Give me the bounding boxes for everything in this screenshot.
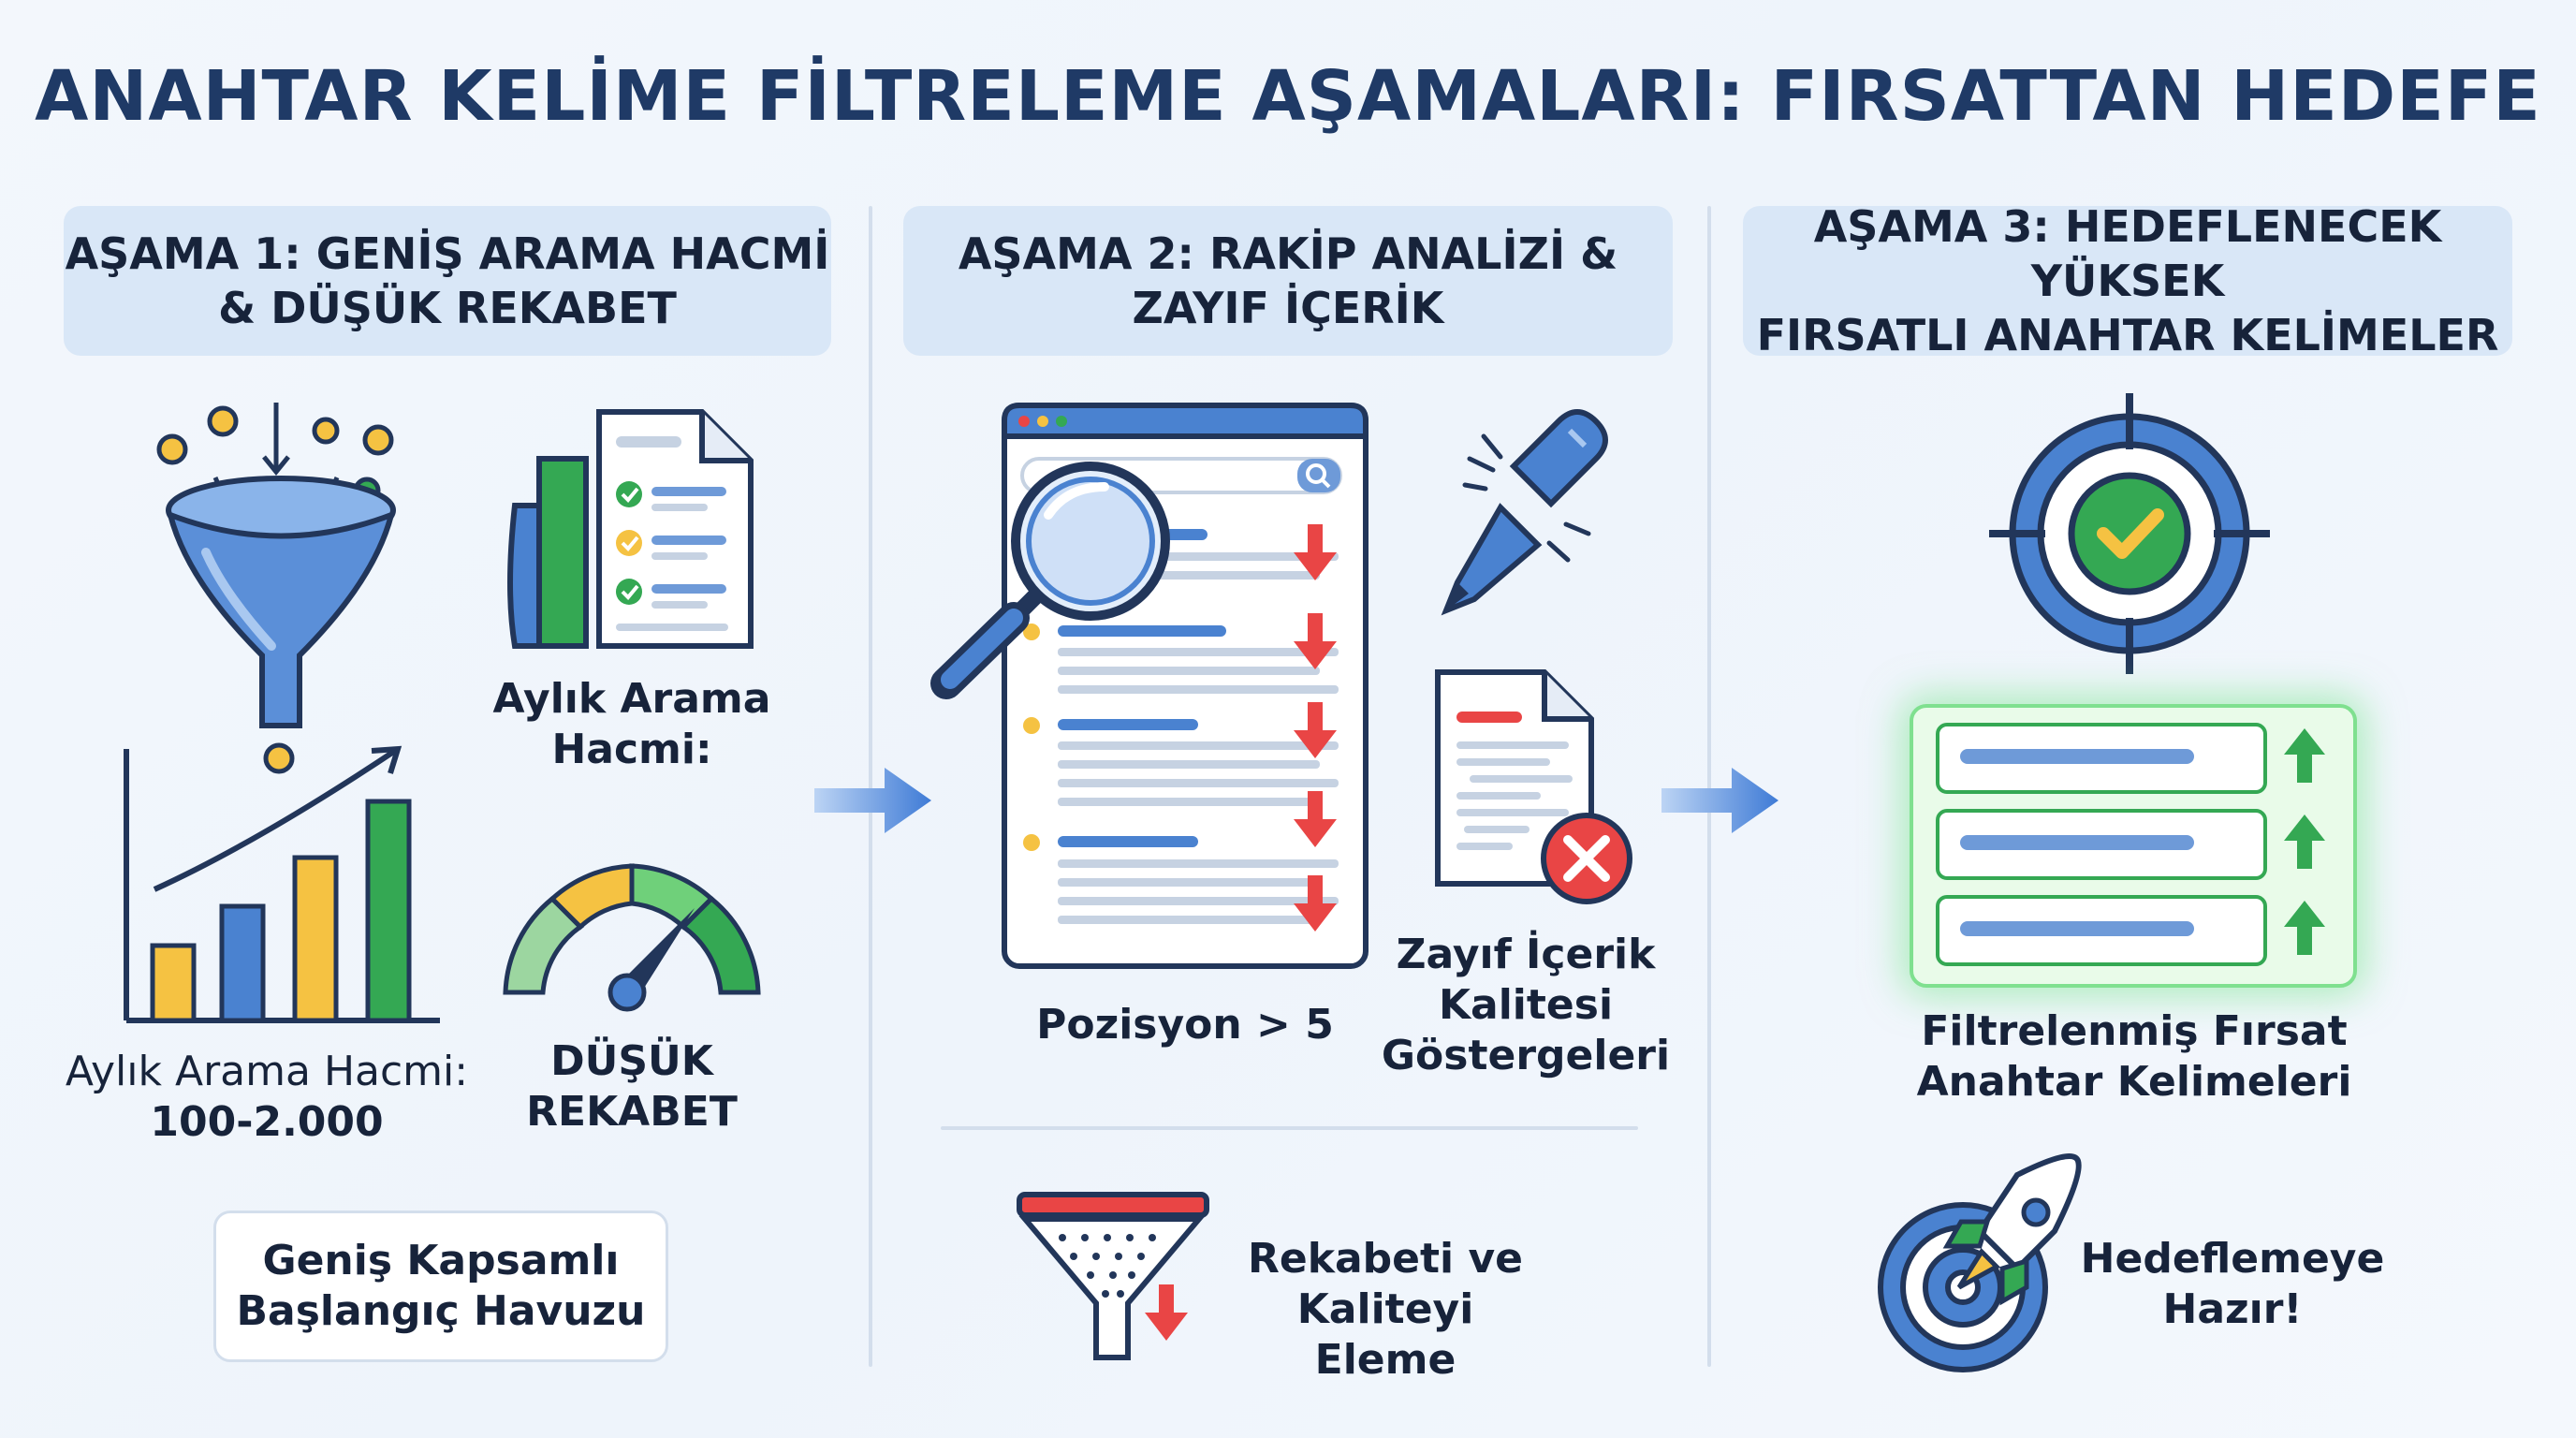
target-icon [1989, 393, 2270, 674]
stage-3-header-line1: AŞAMA 3: HEDEFLENECEK YÜKSEK [1813, 201, 2442, 306]
weak-label-line1: Zayıf İçerik [1396, 931, 1656, 978]
filtered-label-line1: Filtrelenmiş Fırsat [1921, 1007, 2348, 1055]
pool-line1: Geniş Kapsamlı [262, 1237, 620, 1284]
keyword-row [1936, 723, 2267, 794]
stage-2-separator [941, 1126, 1638, 1130]
chart-label-line2: 100-2.000 [150, 1098, 384, 1146]
weak-label-line2: Kalitesi [1438, 981, 1614, 1029]
up-arrows-icon [2284, 728, 2325, 955]
gauge-label-line1: DÜŞÜK [550, 1037, 713, 1085]
divider-2 [1707, 206, 1711, 1367]
gauge-label-line2: REKABET [526, 1088, 738, 1136]
weak-content-label: Zayıf İçerik Kalitesi Göstergeleri [1376, 930, 1676, 1081]
chart-label-line1: Aylık Arama Hacmi: [65, 1048, 469, 1095]
funnel-icon [156, 403, 396, 774]
gauge-label: DÜŞÜK REKABET [487, 1036, 777, 1137]
stage-1-header-line1: AŞAMA 1: GENİŞ ARAMA HACMİ [65, 228, 830, 279]
filtered-keywords-label: Filtrelenmiş Fırsat Anahtar Kelimeleri [1900, 1006, 2368, 1108]
ready-label-line1: Hedeflemeye [2080, 1235, 2385, 1283]
weak-label-line3: Göstergeleri [1381, 1032, 1671, 1079]
filtered-label-line2: Anahtar Kelimeleri [1916, 1058, 2352, 1106]
search-volume-label: Aylık Arama Hacmi: [473, 674, 791, 775]
magnifier-icon [930, 462, 1170, 699]
weak-document-icon [1435, 669, 1632, 904]
arrow-right-icon [814, 768, 931, 833]
filter-label-line1: Rekabeti ve [1248, 1235, 1523, 1283]
stage-2-header-line1: AŞAMA 2: RAKİP ANALİZİ & [958, 228, 1618, 279]
down-arrows-icon [1294, 524, 1337, 932]
pool-line2: Başlangıç Havuzu [236, 1287, 646, 1335]
chart-label: Aylık Arama Hacmi: 100-2.000 [61, 1047, 473, 1148]
bar-chart-icon [124, 745, 440, 1023]
stage-2-header-line2: ZAYIF İÇERİK [1132, 283, 1444, 333]
arrow-right-icon [1661, 768, 1778, 833]
ready-label: Hedeflemeye Hazır! [2073, 1234, 2392, 1335]
stage-1-header: AŞAMA 1: GENİŞ ARAMA HACMİ& DÜŞÜK REKABE… [64, 206, 831, 356]
position-label-text: Pozisyon > 5 [1036, 1001, 1334, 1049]
position-label: Pozisyon > 5 [1002, 1000, 1368, 1050]
divider-1 [869, 206, 872, 1367]
filter-icon [1017, 1192, 1209, 1360]
filter-label: Rekabeti ve Kaliteyi Eleme [1226, 1234, 1544, 1386]
ready-label-line2: Hazır! [2162, 1285, 2303, 1333]
broken-pen-icon [1441, 409, 1608, 616]
filter-label-line2: Kaliteyi Eleme [1296, 1285, 1474, 1384]
keyword-row [1936, 895, 2267, 966]
keyword-row [1936, 809, 2267, 880]
page-title: ANAHTAR KELİME FİLTRELEME AŞAMALARI: FIR… [35, 56, 2541, 137]
stage-3-header-line2: FIRSATLI ANAHTAR KELİMELER [1756, 310, 2499, 360]
gauge-icon [503, 863, 761, 1012]
stage-1-header-line2: & DÜŞÜK REKABET [218, 283, 677, 333]
stage-2-header: AŞAMA 2: RAKİP ANALİZİ &ZAYIF İÇERİK [903, 206, 1673, 356]
search-volume-label-line2: Hacmi: [551, 726, 712, 773]
rocket-target-icon [1878, 1153, 2082, 1372]
document-checklist-icon [507, 409, 754, 649]
search-volume-label-line1: Aylık Arama [492, 675, 771, 723]
